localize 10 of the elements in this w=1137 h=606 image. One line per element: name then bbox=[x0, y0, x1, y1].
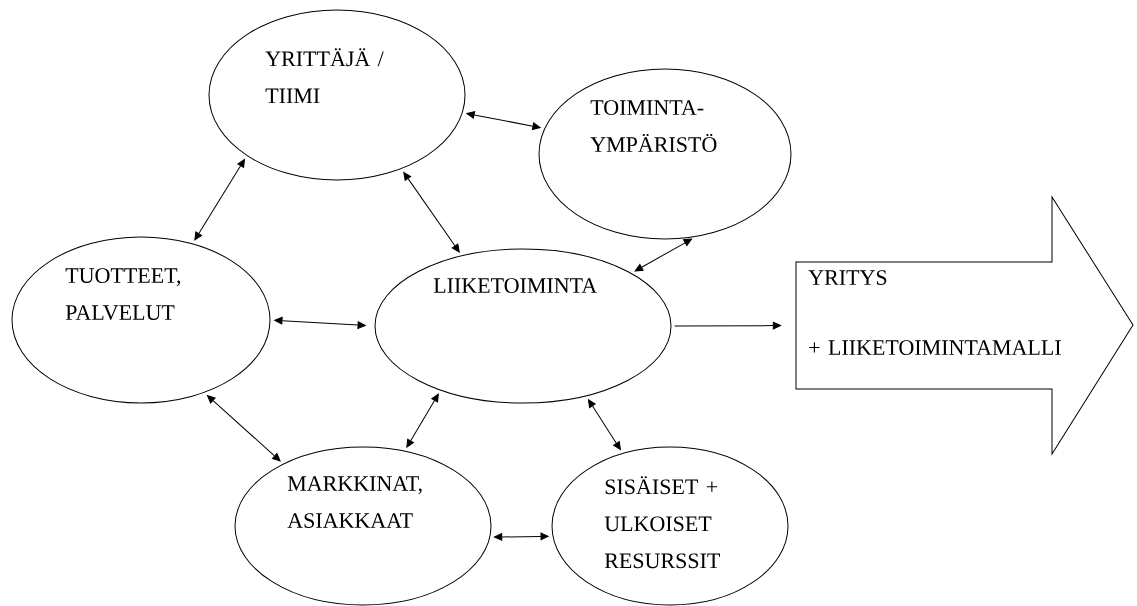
double-arrow bbox=[634, 238, 693, 272]
double-arrow bbox=[403, 172, 460, 253]
double-arrow bbox=[587, 399, 621, 451]
double-arrow bbox=[406, 393, 439, 448]
double-arrow bbox=[466, 111, 541, 130]
double-arrow bbox=[194, 158, 246, 241]
double-arrow bbox=[274, 316, 366, 329]
arrow bbox=[674, 321, 782, 330]
double-arrow bbox=[493, 532, 549, 541]
double-arrow bbox=[206, 395, 281, 462]
